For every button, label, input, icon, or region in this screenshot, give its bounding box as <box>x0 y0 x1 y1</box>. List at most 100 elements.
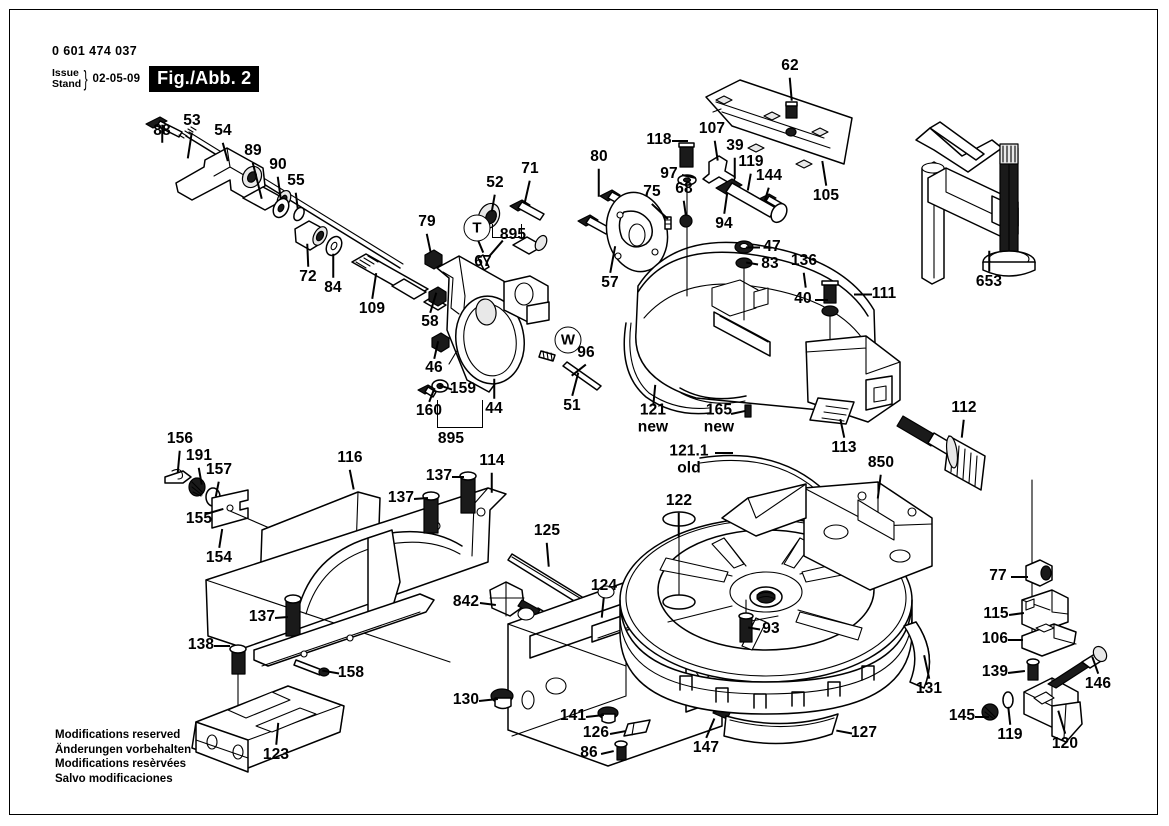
callout-84: 84 <box>324 279 342 297</box>
leader-line-7 <box>332 253 334 278</box>
callout-68: 68 <box>675 180 693 198</box>
callout-qualifier: old <box>677 459 701 476</box>
callout-191: 191 <box>185 447 213 465</box>
callout-115: 115 <box>983 605 1009 623</box>
leader-line-19 <box>571 364 587 377</box>
callout-137c: 137 <box>248 608 276 626</box>
leader-line-77 <box>1007 706 1011 725</box>
leader-line-13 <box>477 240 484 254</box>
stand-label: Stand <box>52 77 82 90</box>
leader-line-26 <box>683 200 687 215</box>
leader-line-22 <box>609 245 616 273</box>
callout-137b: 137 <box>425 467 453 485</box>
callout-160: 160 <box>415 402 443 420</box>
callout-154: 154 <box>205 549 233 567</box>
callout-113: 113 <box>831 439 857 457</box>
leader-line-28 <box>734 157 736 179</box>
bracket-895-left <box>437 400 483 428</box>
group-base-frame <box>489 553 749 767</box>
bolts-137 <box>284 471 477 637</box>
callout-850: 850 <box>867 454 895 472</box>
callout-86: 86 <box>580 744 598 762</box>
callout-qualifier: new <box>703 418 735 435</box>
leader-line-10 <box>491 194 496 212</box>
leader-line-54 <box>478 698 499 702</box>
callout-146: 146 <box>1084 675 1112 693</box>
leader-line-18 <box>493 378 495 399</box>
leader-line-4 <box>277 176 282 199</box>
callout-qualifier: new <box>637 418 669 435</box>
marker-t: T <box>463 214 491 242</box>
callout-157: 157 <box>205 461 233 479</box>
leader-line-49 <box>835 730 853 735</box>
callout-44: 44 <box>485 400 503 418</box>
callout-71: 71 <box>521 160 539 178</box>
callout-52: 52 <box>486 174 504 192</box>
leader-line-35 <box>815 299 828 301</box>
callout-72: 72 <box>299 268 317 286</box>
callout-122: 122 <box>665 492 693 510</box>
callout-120: 120 <box>1051 735 1079 753</box>
footer-line-1: Änderungen vorbehalten <box>55 743 192 756</box>
footer-line-0: Modifications reserved <box>55 729 181 741</box>
callout-109: 109 <box>358 300 386 318</box>
group-fence-support <box>164 468 507 773</box>
group-handle-assembly <box>145 116 447 311</box>
callout-136: 136 <box>790 252 818 270</box>
leader-line-20 <box>571 372 579 396</box>
leader-line-68 <box>214 645 230 647</box>
callout-83: 83 <box>761 255 779 273</box>
issue-stand-labels: Issue Stand <box>52 67 82 90</box>
leader-line-66 <box>491 472 493 493</box>
callout-39: 39 <box>726 137 744 155</box>
leader-line-25 <box>651 203 669 220</box>
callout-105: 105 <box>812 187 840 205</box>
leader-line-21 <box>598 168 600 197</box>
callout-123: 123 <box>262 746 290 764</box>
leader-line-74 <box>1007 670 1026 674</box>
group-fence-plate <box>705 79 853 169</box>
leader-line-52 <box>609 730 627 735</box>
group-quick-clamp <box>915 121 1036 285</box>
callout-124: 124 <box>590 577 618 595</box>
callout-147: 147 <box>692 739 720 757</box>
callout-158: 158 <box>337 664 365 682</box>
leader-line-78 <box>1057 710 1066 734</box>
callout-107: 107 <box>698 120 726 138</box>
callout-155: 155 <box>185 510 213 528</box>
callout-93: 93 <box>762 620 780 638</box>
leader-line-69 <box>321 670 340 675</box>
issue-date: 02-05-09 <box>92 72 141 85</box>
callout-138: 138 <box>187 636 215 654</box>
callout-40: 40 <box>794 290 812 308</box>
callout-106: 106 <box>981 630 1009 648</box>
callout-number: 121 <box>639 401 667 419</box>
leader-line-45 <box>715 452 733 454</box>
callout-137a: 137 <box>387 489 415 507</box>
leader-line-6 <box>306 243 309 267</box>
brace-glyph: } <box>83 65 88 91</box>
leader-line-65 <box>452 476 464 478</box>
callout-125: 125 <box>533 522 561 540</box>
leader-line-3 <box>252 162 263 199</box>
callout-47: 47 <box>763 238 781 256</box>
leader-line-38 <box>821 160 827 186</box>
leader-line-34 <box>803 272 807 288</box>
leader-line-46 <box>678 512 680 537</box>
leader-line-1 <box>187 132 193 159</box>
leader-line-43 <box>839 418 845 438</box>
leader-line-39 <box>988 250 990 272</box>
callout-156: 156 <box>166 430 194 448</box>
leader-line-44 <box>877 474 882 499</box>
leader-line-67 <box>274 616 289 619</box>
callout-94: 94 <box>715 215 733 233</box>
leader-line-73 <box>1008 639 1023 641</box>
callout-54: 54 <box>214 122 232 140</box>
leader-line-59 <box>198 467 203 485</box>
leader-line-5 <box>295 192 299 209</box>
callout-80: 80 <box>590 148 608 166</box>
